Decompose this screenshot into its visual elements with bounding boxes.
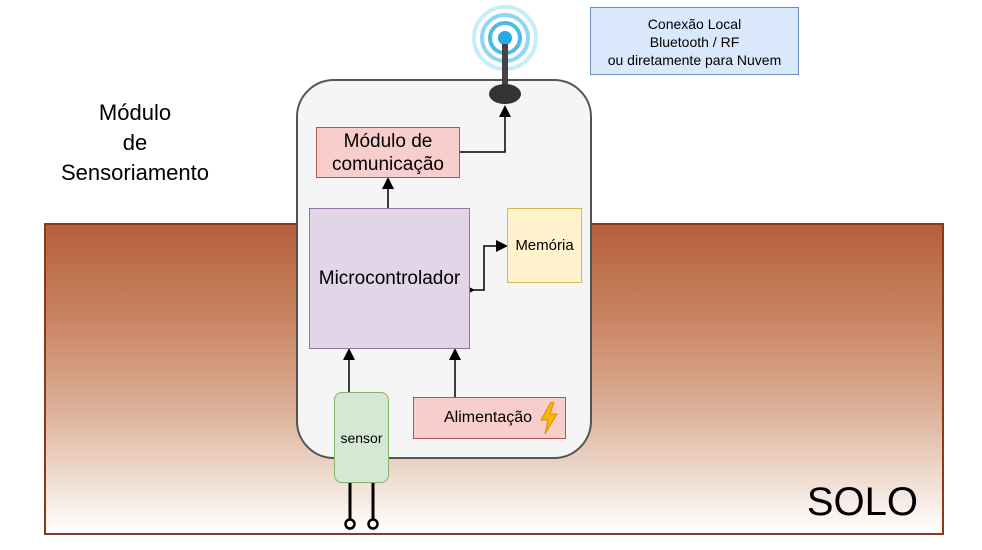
module-title: Módulo de Sensoriamento <box>61 100 209 185</box>
lightning-bolt-icon <box>540 402 558 434</box>
memory-block: Memória <box>507 208 582 283</box>
antenna-icon <box>472 5 538 104</box>
power-block: Alimentação <box>413 397 566 439</box>
microcontroller-block: Microcontrolador <box>309 208 470 349</box>
soil-label: SOLO <box>806 480 918 524</box>
connection-note: Conexão Local Bluetooth / RF ou diretame… <box>590 7 799 75</box>
arrow-comm-to-antenna <box>460 105 511 153</box>
power-label: Alimentação <box>444 409 533 426</box>
sensor-probes <box>344 483 379 530</box>
arrow-mcu-memory <box>463 240 508 296</box>
sensor-block: sensor <box>334 392 389 483</box>
communication-module-block: Módulo de comunicação <box>316 127 460 178</box>
